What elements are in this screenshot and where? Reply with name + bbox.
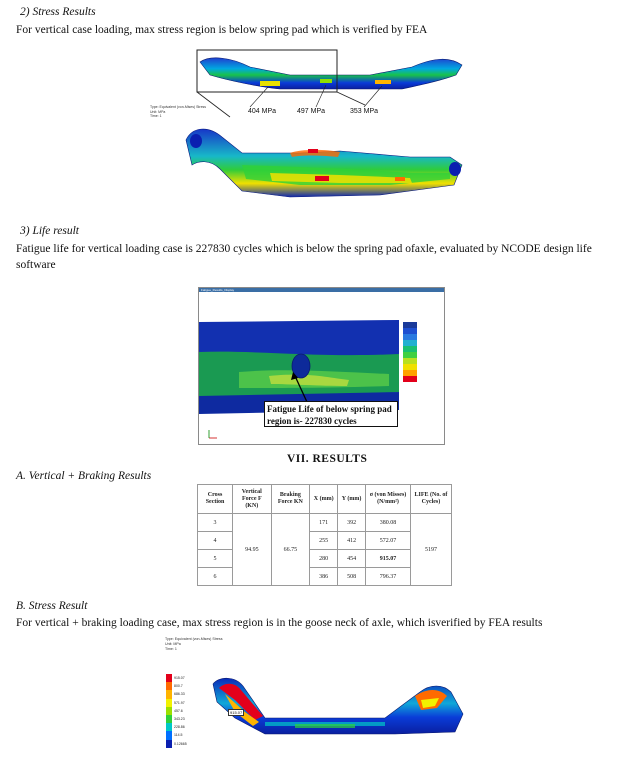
cell-stress: 915.07 bbox=[365, 549, 411, 568]
callout-404-mpa: 404 MPa bbox=[248, 108, 277, 115]
fig3-legend-unit: Unit: MPa bbox=[165, 642, 181, 646]
fig3-legend-time: Time: 1 bbox=[165, 647, 177, 651]
fatigue-results-figure: Fatigue_Results_Display Fatigue Life of … bbox=[198, 287, 445, 445]
section-heading-stress-results: 2) Stress Results bbox=[20, 6, 96, 18]
fatigue-callout-line-1: Fatigue Life of below spring pad bbox=[267, 404, 392, 414]
legend-row: 457.6 bbox=[166, 706, 187, 715]
fig3-color-legend: 915.07 800.7 686.33 571.97 457.6 343.23 228.86… bbox=[166, 674, 187, 748]
legend-swatch bbox=[166, 714, 172, 724]
legend-swatch bbox=[166, 739, 172, 748]
fea-braking-image bbox=[212, 677, 464, 735]
results-section-title: VII. RESULTS bbox=[287, 453, 368, 465]
legend-value: 0.12665 bbox=[174, 741, 187, 746]
legend-row: 571.97 bbox=[166, 698, 187, 707]
cell-life: 5197 bbox=[409, 513, 453, 586]
header-x: X (mm) bbox=[309, 484, 339, 514]
legend-value: 343.23 bbox=[174, 717, 185, 722]
table-row: 4 255 412 572.07 bbox=[196, 531, 452, 550]
legend-swatch bbox=[166, 706, 172, 715]
legend-swatch bbox=[166, 674, 172, 683]
legend-value: 800.7 bbox=[174, 684, 183, 689]
header-y: Y (mm) bbox=[337, 484, 367, 514]
legend-swatch bbox=[166, 723, 172, 732]
fea-stress-figure-braking: Type: Equivalent (von-Mises) Stress Unit… bbox=[165, 636, 480, 758]
legend-value: 114.5 bbox=[174, 733, 183, 738]
legend-value: 228.86 bbox=[174, 725, 185, 730]
cell-x: 255 bbox=[309, 531, 339, 550]
cell-section: 3 bbox=[196, 513, 234, 532]
legend-row: 915.07 bbox=[166, 674, 187, 683]
cell-y: 392 bbox=[337, 513, 367, 532]
callout-497-mpa: 497 MPa bbox=[297, 108, 326, 115]
section-heading-life-result: 3) Life result bbox=[20, 225, 79, 237]
fig1-legend-time: Time: 1 bbox=[150, 114, 162, 118]
stress-results-paragraph: For vertical case loading, max stress re… bbox=[16, 24, 428, 36]
header-braking-force: Braking Force KN bbox=[270, 484, 311, 514]
fatigue-callout-box: Fatigue Life of below spring pad region … bbox=[264, 401, 398, 427]
legend-row: 800.7 bbox=[166, 682, 187, 691]
cell-section: 5 bbox=[196, 549, 234, 568]
cell-stress: 572.07 bbox=[365, 531, 411, 550]
legend-row: 0.12665 bbox=[166, 739, 187, 748]
fea-stress-figure-vertical: Type: Equivalent (von-Mises) Stress Unit… bbox=[150, 45, 480, 223]
header-cross-section: Cross Section bbox=[196, 484, 234, 514]
cell-section: 4 bbox=[196, 531, 234, 550]
legend-swatch bbox=[166, 690, 172, 699]
legend-value: 571.97 bbox=[174, 700, 185, 705]
fea-stress-image bbox=[185, 49, 463, 198]
fig1-legend-block: Type: Equivalent (von-Mises) Stress Unit… bbox=[150, 105, 206, 119]
cell-x: 386 bbox=[309, 567, 339, 586]
cell-y: 454 bbox=[337, 549, 367, 568]
cell-y: 508 bbox=[337, 567, 367, 586]
legend-value: 457.6 bbox=[174, 708, 183, 713]
fig1-legend-unit: Unit: MPa bbox=[150, 109, 166, 114]
legend-row: 114.5 bbox=[166, 731, 187, 740]
fatigue-window-title: Fatigue_Results_Display bbox=[201, 288, 235, 292]
results-table: Cross Section Vertical Force F (KN) Brak… bbox=[196, 484, 453, 586]
header-stress: σ (von Misses) (N/mm²) bbox=[365, 484, 411, 514]
stress-result-b-paragraph: For vertical + braking loading case, max… bbox=[16, 617, 543, 629]
cell-y: 412 bbox=[337, 531, 367, 550]
header-life: LIFE (No. of Cycles) bbox=[409, 484, 453, 514]
cell-section: 6 bbox=[196, 567, 234, 586]
life-result-line-1: Fatigue life for vertical loading case i… bbox=[16, 243, 592, 255]
legend-row: 343.23 bbox=[166, 714, 187, 724]
cell-x: 171 bbox=[309, 513, 339, 532]
fig3-legend-type: Type: Equivalent (von-Mises) Stress bbox=[165, 637, 223, 641]
legend-row: 228.86 bbox=[166, 723, 187, 732]
life-result-line-2: software bbox=[16, 259, 56, 271]
legend-swatch bbox=[166, 731, 172, 740]
legend-swatch bbox=[166, 682, 172, 691]
legend-swatch bbox=[166, 698, 172, 707]
cell-stress: 796.37 bbox=[365, 567, 411, 586]
max-stress-tag: 915.07 bbox=[228, 709, 245, 716]
legend-value: 686.33 bbox=[174, 692, 185, 697]
section-heading-stress-result-b: B. Stress Result bbox=[16, 600, 88, 612]
callout-353-mpa: 353 MPa bbox=[350, 108, 379, 115]
fig3-legend-block: Type: Equivalent (von-Mises) Stress Unit… bbox=[165, 637, 223, 652]
table-row: 3 94.95 66.75 171 392 380.08 5197 bbox=[196, 513, 453, 586]
fatigue-callout-line-2: region is- 227830 cycles bbox=[267, 416, 357, 426]
header-vertical-force: Vertical Force F (KN) bbox=[232, 484, 272, 514]
fig1-legend-type: Type: Equivalent (von-Mises) Stress bbox=[150, 105, 207, 109]
cell-braking-force: 66.75 bbox=[270, 513, 311, 586]
life-result-paragraph: Fatigue life for vertical loading case i… bbox=[16, 241, 631, 273]
fatigue-model-image bbox=[199, 292, 444, 444]
table-row: 6 386 508 796.37 bbox=[196, 567, 452, 586]
cell-stress: 380.08 bbox=[365, 513, 411, 532]
legend-value: 915.07 bbox=[174, 676, 185, 681]
cell-x: 280 bbox=[309, 549, 339, 568]
fatigue-window-titlebar bbox=[199, 288, 444, 292]
legend-row: 686.33 bbox=[166, 690, 187, 699]
section-heading-vertical-braking: A. Vertical + Braking Results bbox=[16, 470, 152, 482]
cell-vertical-force: 94.95 bbox=[232, 513, 272, 586]
